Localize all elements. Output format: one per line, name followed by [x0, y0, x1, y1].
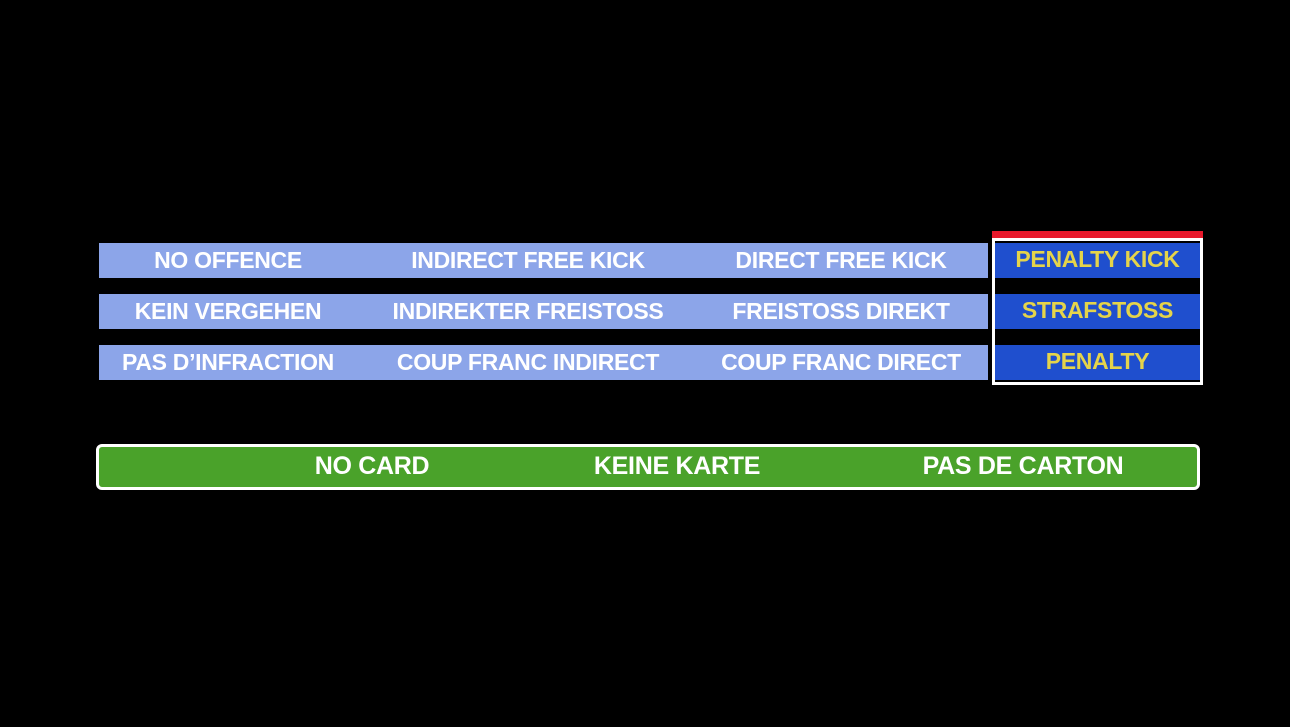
options-row-german: KEIN VERGEHEN INDIREKTER FREISTOSS FREIS…	[99, 294, 988, 329]
option-penalty-kick-fr[interactable]: PENALTY	[995, 345, 1200, 380]
strafstoss-label: STRAFSTOSS	[1021, 297, 1174, 323]
no-card-label-de: KEINE KARTE	[593, 451, 761, 480]
no-card-answer-bar[interactable]: NO CARD KEINE KARTE PAS DE CARTON	[96, 444, 1200, 490]
option-direct-free-kick-fr[interactable]: COUP FRANC DIRECT	[721, 348, 961, 375]
no-card-label-en: NO CARD	[314, 451, 430, 480]
option-penalty-kick-de[interactable]: STRAFSTOSS	[995, 294, 1200, 329]
option-indirect-free-kick-de[interactable]: INDIREKTER FREISTOSS	[392, 297, 664, 324]
penalty-kick-label: PENALTY KICK	[1015, 246, 1180, 272]
no-card-label-fr: PAS DE CARTON	[922, 451, 1124, 480]
penalty-answer-column[interactable]: PENALTY KICK STRAFSTOSS PENALTY	[992, 238, 1203, 385]
option-direct-free-kick-de[interactable]: FREISTOSS DIREKT	[732, 297, 950, 324]
options-row-french: PAS D’INFRACTION COUP FRANC INDIRECT COU…	[99, 345, 988, 380]
option-indirect-free-kick-en[interactable]: INDIRECT FREE KICK	[411, 246, 645, 273]
option-no-offence-de[interactable]: KEIN VERGEHEN	[134, 297, 322, 324]
penalty-label: PENALTY	[1045, 348, 1150, 374]
option-no-offence-en[interactable]: NO OFFENCE	[154, 246, 302, 273]
option-direct-free-kick-en[interactable]: DIRECT FREE KICK	[735, 246, 947, 273]
option-indirect-free-kick-fr[interactable]: COUP FRANC INDIRECT	[396, 348, 660, 375]
penalty-highlight-strip	[992, 231, 1203, 238]
options-row-english: NO OFFENCE INDIRECT FREE KICK DIRECT FRE…	[99, 243, 988, 278]
option-penalty-kick-en[interactable]: PENALTY KICK	[995, 243, 1200, 278]
option-no-offence-fr[interactable]: PAS D’INFRACTION	[122, 348, 334, 375]
